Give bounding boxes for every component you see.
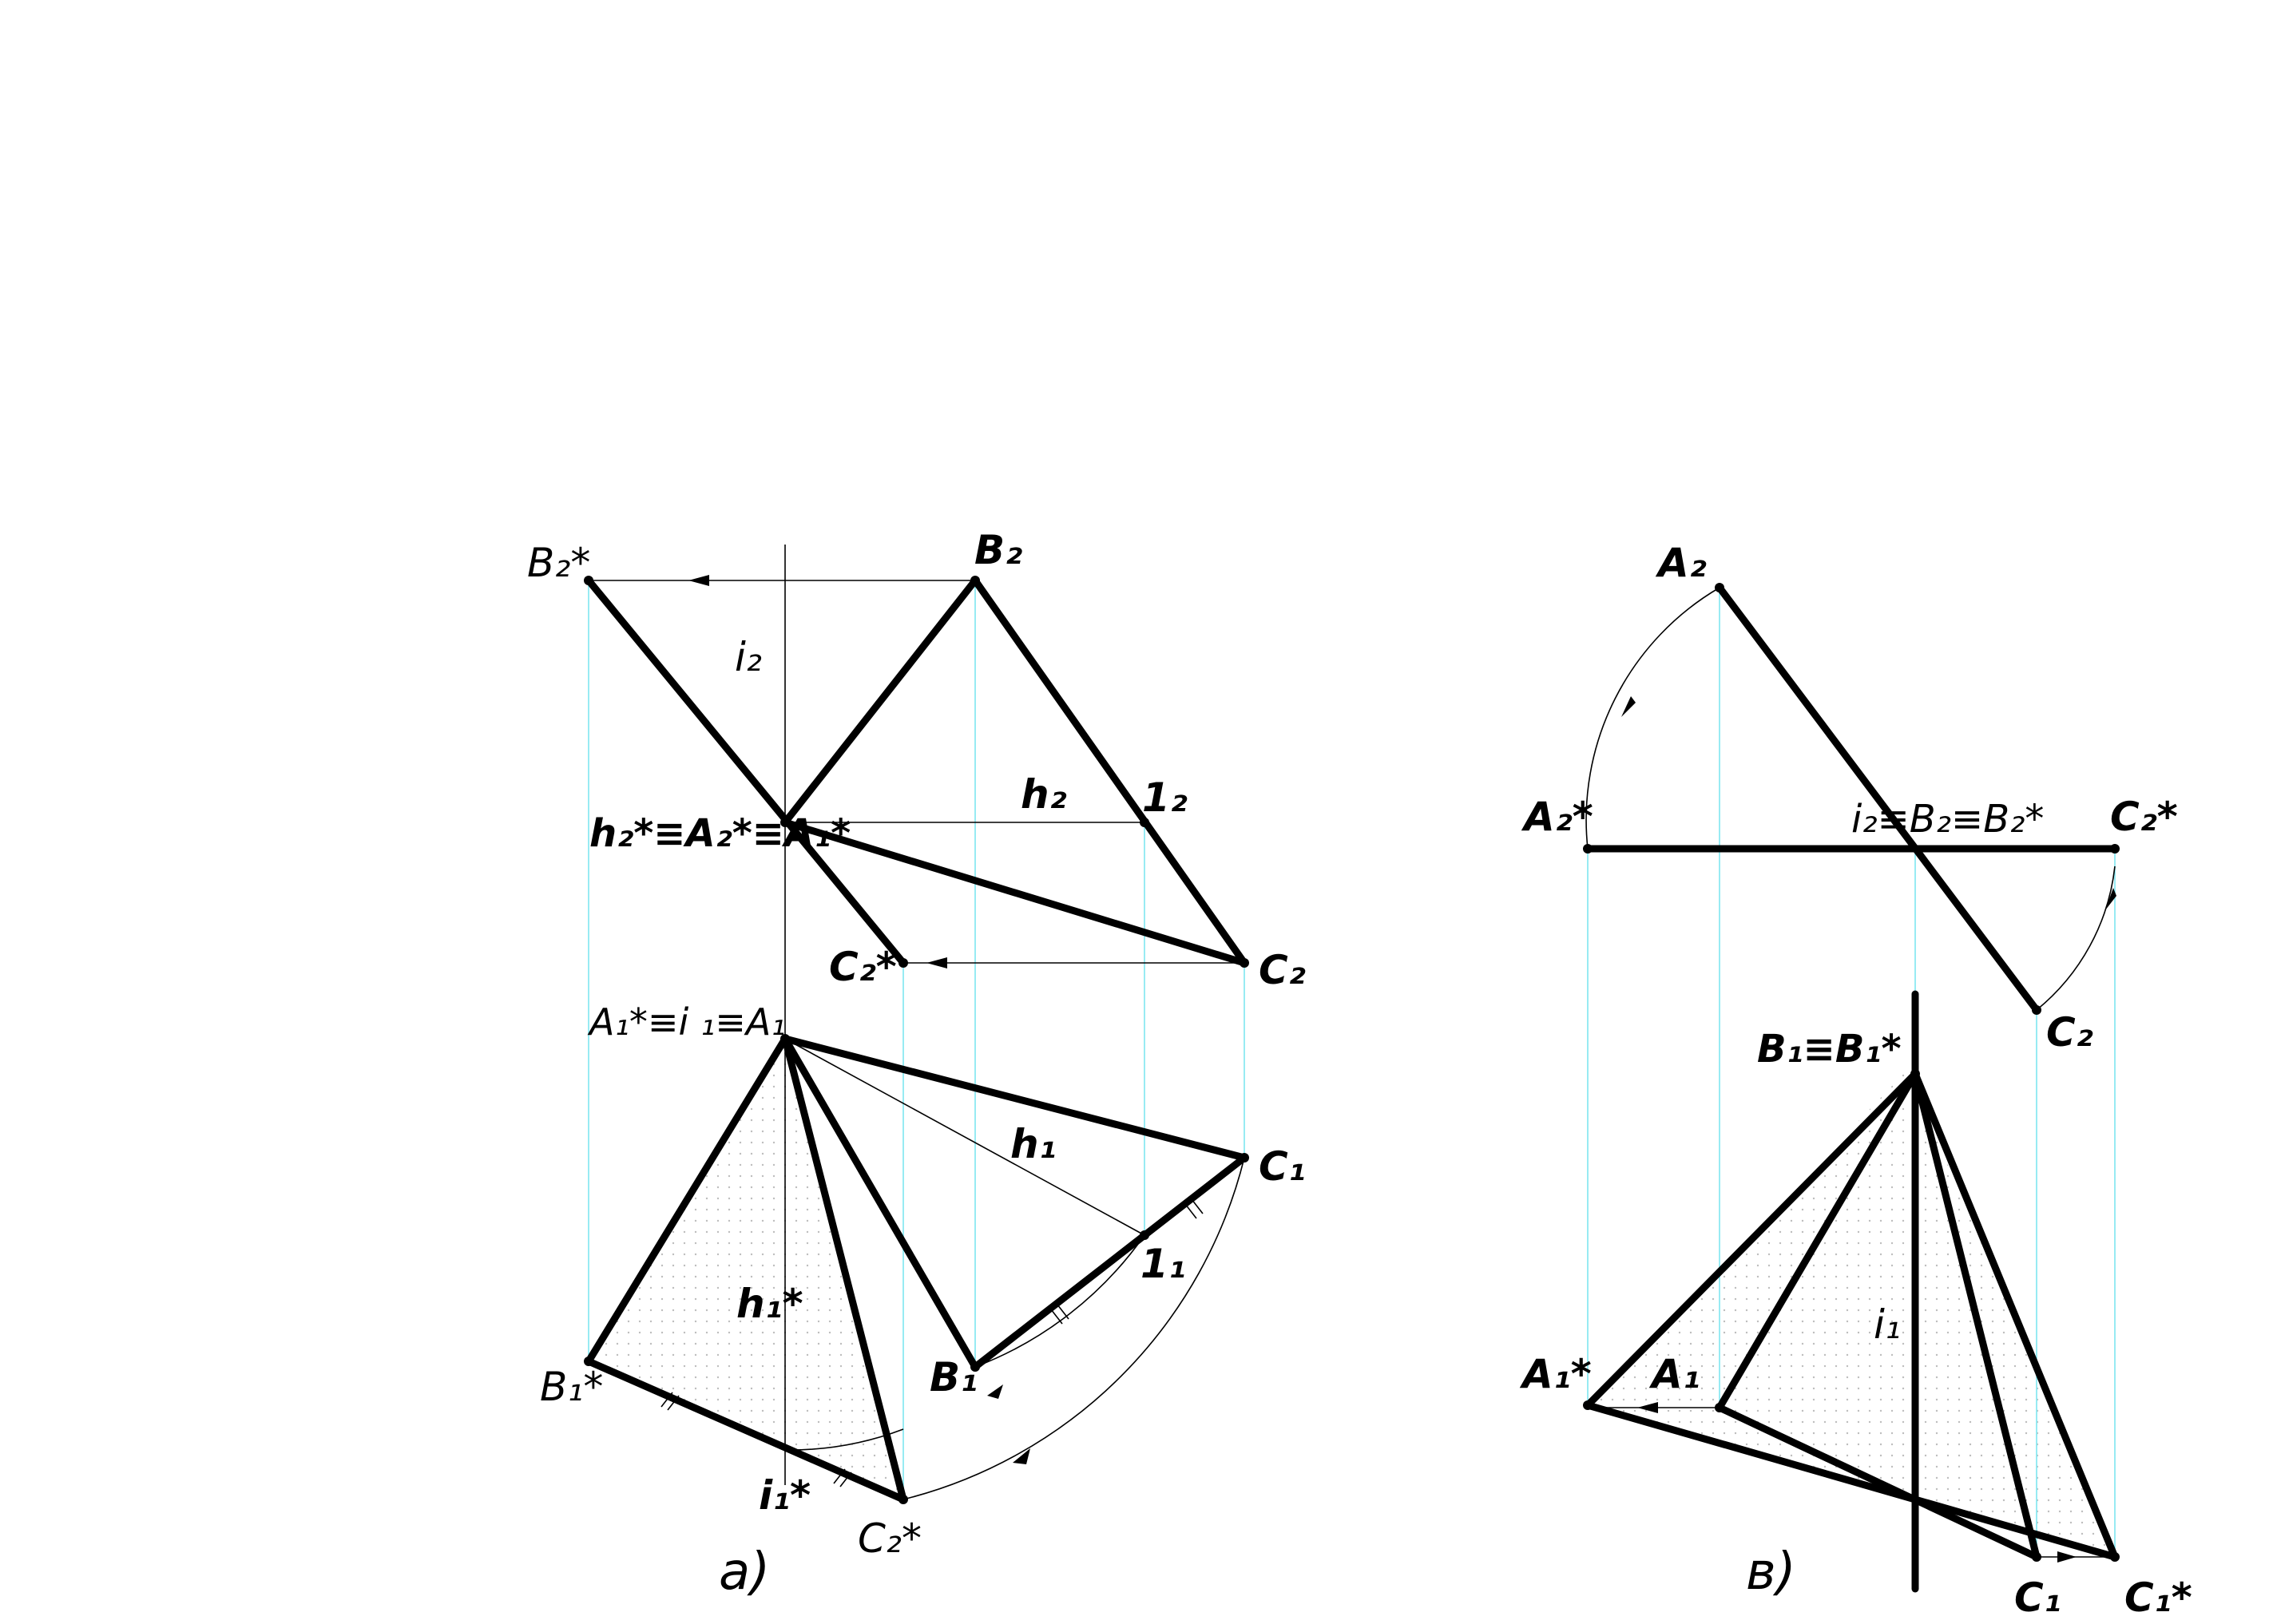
label-h2-A2-A1: h₂*≡A₂*≡A₁* [589, 811, 851, 856]
arc-C1 [902, 1157, 1245, 1500]
points-a [584, 576, 1249, 1504]
label-C2-star: C₂* [829, 944, 897, 990]
label-h1-star: h₁* [736, 1281, 803, 1327]
arrowheads-b [1621, 696, 2116, 1563]
label-p12: 1₂ [1142, 774, 1188, 821]
caption-a: a) [719, 1543, 770, 1602]
label-B1-B1: B₁≡B₁* [1757, 1027, 1902, 1071]
label-B1: B₁ [930, 1354, 978, 1400]
points-b [1583, 583, 2120, 1562]
label-C2: C₂ [1259, 947, 1306, 993]
label-B2: B₂ [974, 527, 1022, 573]
diagram-b: A₂ A₂* i₂≡B₂≡B₂* C₂* C₂ B₁≡B₁* i₁ A₁* A₁… [1519, 540, 2192, 1621]
label-C2-star-b: C₂* [2110, 794, 2178, 840]
label-p11: 1₁ [1140, 1241, 1186, 1287]
label-i1-star: i₁* [759, 1472, 811, 1519]
projection-lines-a [588, 580, 1245, 1499]
label-i1-b: i₁ [1874, 1301, 1901, 1348]
shaded-triangle-b [1588, 1070, 2115, 1557]
shaded-triangle-a [589, 1039, 903, 1499]
label-C1-star-b: C₁* [2124, 1574, 2192, 1621]
label-A1-i1-A1: A₁*≡i ₁≡A₁ [587, 1000, 786, 1044]
label-A2: A₂ [1655, 540, 1707, 586]
arc-B1 [974, 1234, 1145, 1368]
label-B2-star: B₂* [527, 540, 590, 586]
h1-line [784, 1038, 1145, 1236]
diagram-a: B₂* B₂ i₂ h₂ 1₂ h₂*≡A₂*≡A₁* C₂* C₂ A₁*≡i… [527, 527, 1306, 1602]
label-A1-star-b: A₁* [1519, 1351, 1592, 1397]
label-C2-b: C₂ [2046, 1009, 2093, 1056]
object-lines-a [585, 576, 1248, 1503]
label-h1: h₁ [1010, 1121, 1057, 1167]
object-lines-b [1584, 584, 2119, 1593]
label-C1-b: C₁ [2014, 1574, 2061, 1621]
label-A2-star: A₂* [1521, 794, 1593, 840]
label-i2: i₂ [735, 634, 762, 680]
arrowheads-a [688, 575, 1030, 1464]
label-i2-B2-B2: i₂≡B₂≡B₂* [1851, 797, 2044, 842]
label-C1: C₁ [1259, 1143, 1306, 1190]
construction-lines-a [589, 545, 1245, 1500]
arc-A2 [1585, 587, 1720, 850]
label-B1-star: B₁* [540, 1364, 603, 1410]
label-h2-line: h₂ [1021, 771, 1067, 818]
label-C2-star-bottom: C₂* [858, 1515, 922, 1562]
caption-b: в) [1746, 1543, 1796, 1602]
arc-C2 [2036, 865, 2116, 1011]
label-A1-b: A₁ [1648, 1351, 1700, 1397]
